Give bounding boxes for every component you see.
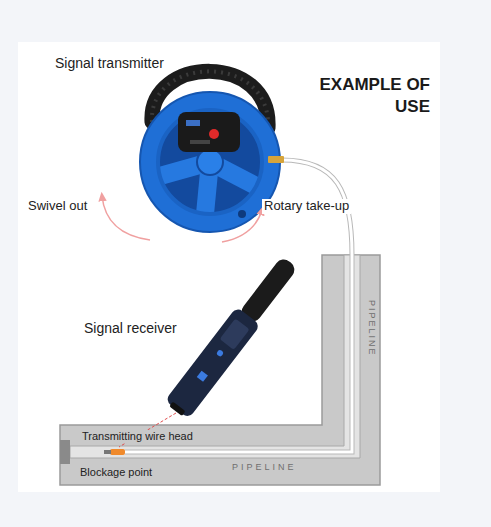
action-label: Swivel out [28, 199, 87, 214]
part-label: Signal transmitter [55, 55, 164, 71]
screw [238, 210, 246, 218]
swivel-arrow [102, 196, 150, 240]
action-label: Rotary take-up [262, 199, 351, 214]
blockage [60, 440, 70, 464]
part-label: Signal receiver [84, 320, 177, 336]
part-label: Blockage point [80, 466, 152, 479]
hub [197, 149, 223, 175]
wire-connector [268, 156, 284, 163]
panel [18, 42, 440, 492]
wire-tip [104, 450, 111, 454]
signal-receiver [164, 253, 302, 420]
pipe-mark: PIPELINE [367, 300, 377, 357]
reel [140, 92, 280, 232]
title: EXAMPLE OF USE [312, 74, 430, 118]
part-label: Transmitting wire head [80, 430, 195, 443]
takeup-arrow [222, 210, 262, 242]
control-panel [178, 112, 240, 152]
reel-inner [158, 110, 262, 214]
wire-head [110, 449, 125, 455]
power-button [209, 129, 219, 139]
pipe-channel [70, 255, 360, 458]
pipe-mark: PIPELINE [232, 462, 297, 472]
